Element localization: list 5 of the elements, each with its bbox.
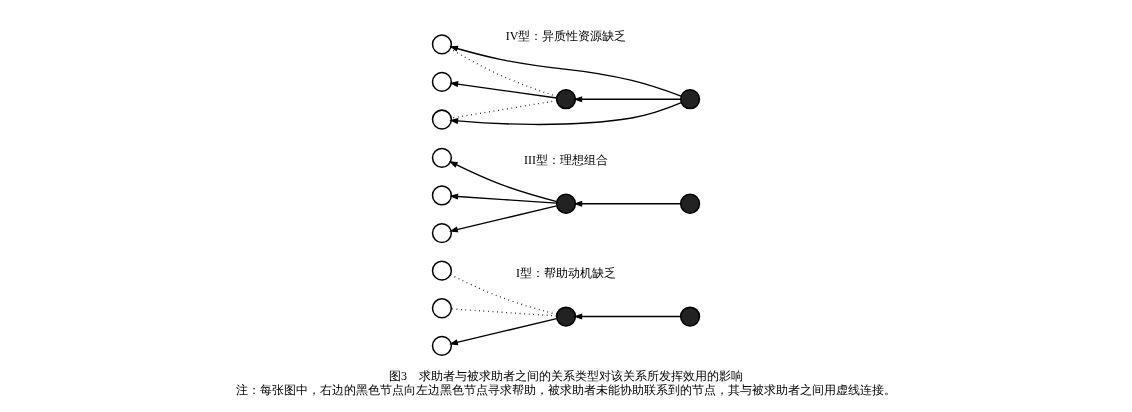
label: I型：帮助动机缺乏 [515,266,617,281]
label: III型：理想组合 [523,153,609,168]
caption: 注：每张图中，右边的黑色节点向左边黑色节点寻求帮助，被求助者未能协助联系到的节点，其与被求助者之间用虚线连接。 [236,382,896,397]
diagram-title: 图3 求助者与被求助者之间的关系类型对该关系所发挥效用的影响 [388,369,744,384]
label: IV型：异质性资源缺乏 [505,28,627,43]
